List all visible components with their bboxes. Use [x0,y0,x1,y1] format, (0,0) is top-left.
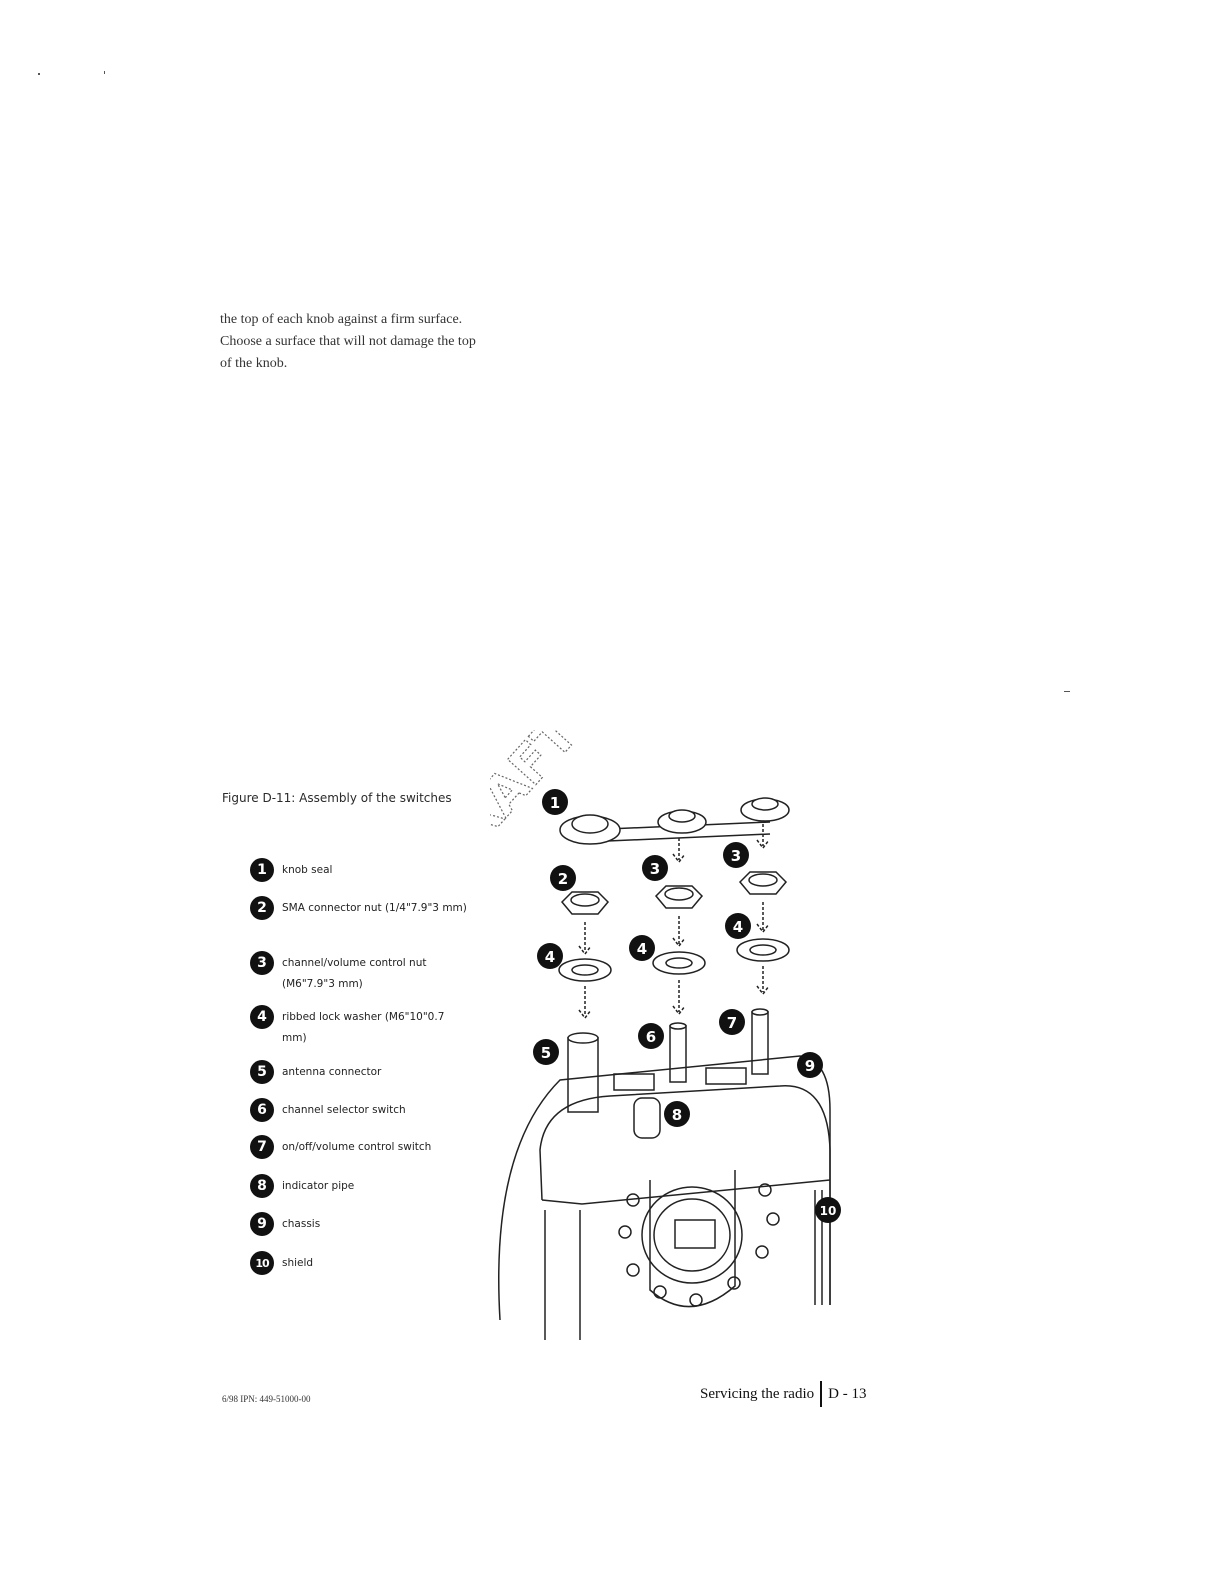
callout-label: 4 [545,948,555,966]
legend-number-badge: 10 [250,1251,274,1275]
paragraph-line: of the knob. [220,356,288,371]
footer-page-marker: Servicing the radio D - 13 [700,1381,866,1407]
legend-number-badge: 3 [250,951,274,975]
footer-section-title: Servicing the radio [700,1385,815,1402]
chassis-holes [618,1183,780,1307]
footer-separator [820,1381,823,1407]
draft-watermark: DRAFT [490,730,590,889]
legend-number-badge: 4 [250,1005,274,1029]
legend-text: indicator pipe [282,1180,355,1192]
paragraph-line: the top of each knob against a firm surf… [220,312,463,327]
callout-label: 5 [541,1044,551,1062]
callout-label: 4 [733,918,743,936]
footer-document-id: 6/98 IPN: 449-51000-00 [222,1394,311,1404]
knob-seal-part [559,797,790,845]
legend-number-badge: 7 [250,1135,274,1159]
legend-text: ribbed lock washer (M6"10"0.7 mm) [282,1011,445,1044]
lock-washers [558,938,790,982]
callout-label: 3 [731,847,741,865]
callout-label: 1 [550,794,560,812]
legend-text: channel/volume control nut (M6"7.9"3 mm) [282,957,427,990]
assembly-drawing: DRAFT [414,703,841,1340]
switch-assembly-illustration: DRAFT [414,703,870,1360]
scan-speck [1064,691,1070,692]
scan-speck [38,73,40,75]
legend-text: SMA connector nut (1/4"7.9"3 mm) [282,902,467,914]
hex-nuts [560,871,788,915]
legend-number-badge: 5 [250,1060,274,1084]
callout-label: 3 [650,860,660,878]
legend-number-badge: 6 [250,1098,274,1122]
legend-number-badge: 9 [250,1212,274,1236]
callout-label: 10 [820,1204,837,1218]
legend-number-badge: 1 [250,858,274,882]
legend-text: chassis [282,1218,321,1230]
figure-caption: Figure D-11: Assembly of the switches [222,791,452,805]
scan-speck [104,71,105,74]
assembly-arrows [578,824,770,1020]
callout-label: 4 [637,940,647,958]
legend-text: channel selector switch [282,1104,406,1116]
callout-markers: 1 2 3 3 4 4 4 5 6 7 8 9 10 [533,789,841,1223]
callout-label: 9 [805,1057,815,1075]
callout-label: 7 [727,1014,737,1032]
callout-label: 6 [646,1028,656,1046]
callout-label: 8 [672,1106,682,1124]
legend-number-badge: 2 [250,896,274,920]
legend-text: knob seal [282,864,333,876]
radio-chassis [498,1055,831,1340]
legend-text: on/off/volume control switch [282,1141,432,1153]
legend-text: antenna connector [282,1066,382,1078]
legend-number-badge: 8 [250,1174,274,1198]
body-paragraph: the top of each knob against a firm surf… [220,309,540,375]
paragraph-line: Choose a surface that will not damage th… [220,334,476,349]
callout-label: 2 [558,870,568,888]
legend-text: shield [282,1257,314,1269]
footer-page-number: D - 13 [828,1385,867,1402]
